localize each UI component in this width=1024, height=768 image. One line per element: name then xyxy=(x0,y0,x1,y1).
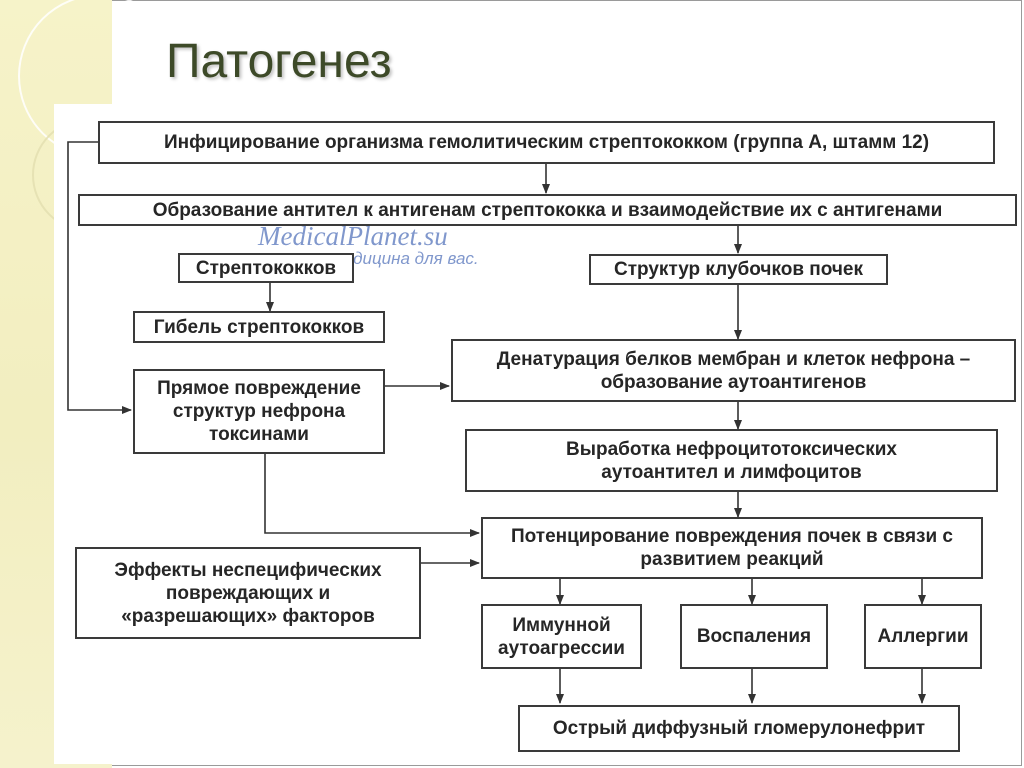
arrow-infection-to-direct-damage xyxy=(68,142,131,410)
node-autoantibodies: Выработка нефроцитотоксических аутоантит… xyxy=(465,429,998,492)
arrow-direct-damage-to-potentiation xyxy=(265,454,479,533)
node-strep-death: Гибель стрептококков xyxy=(133,311,385,343)
node-potentiation: Потенцирование повреждения почек в связи… xyxy=(481,517,983,579)
node-inflammation: Воспаления xyxy=(680,604,828,669)
node-direct-damage: Прямое повреждение структур нефрона токс… xyxy=(133,369,385,454)
watermark-site: MedicalPlanet.su xyxy=(258,222,479,250)
node-nonspecific-effects: Эффекты неспецифических повреждающих и «… xyxy=(75,547,421,639)
node-glomeruli-structures: Структур клубочков почек xyxy=(589,254,888,285)
node-denaturation: Денатурация белков мембран и клеток нефр… xyxy=(451,339,1016,402)
node-infection: Инфицирование организма гемолитическим с… xyxy=(98,121,995,164)
node-immune-autoaggression: Иммунной аутоагрессии xyxy=(481,604,642,669)
node-streptococci: Стрептококков xyxy=(178,253,354,283)
node-result: Острый диффузный гломерулонефрит xyxy=(518,705,960,752)
node-allergy: Аллергии xyxy=(864,604,982,669)
node-antibodies: Образование антител к антигенам стрепток… xyxy=(78,194,1017,226)
